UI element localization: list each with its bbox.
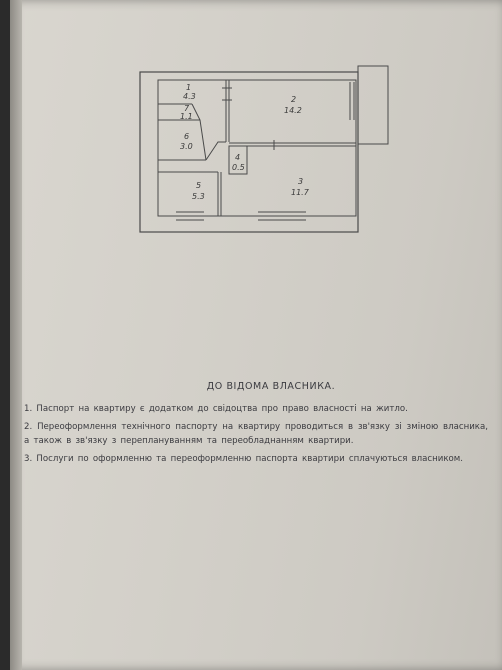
notice-title: ДО ВІДОМА ВЛАСНИКА. — [206, 381, 336, 392]
owner-notice: ДО ВІДОМА ВЛАСНИКА. 1. Паспорт на кварти… — [10, 380, 502, 470]
room-3-number: 3 — [298, 177, 303, 186]
room-6-number: 6 — [184, 132, 189, 141]
room-4-area: 0.5 — [232, 163, 245, 172]
notice-item-3: 3. Послуги по оформленню та переоформлен… — [24, 454, 464, 464]
document-page: 1 4.3 2 14.2 3 11.7 4 0.5 5 5.3 6 3.0 7 … — [10, 0, 502, 670]
room-6-area: 3.0 — [180, 142, 193, 151]
room-1-number: 1 — [186, 83, 191, 92]
room-2-area: 14.2 — [284, 106, 302, 115]
notice-item-1: 1. Паспорт на квартиру є додатком до сві… — [24, 404, 408, 414]
room-7-number: 7 — [184, 104, 190, 113]
room-5-number: 5 — [196, 181, 201, 190]
room-4-number: 4 — [235, 153, 240, 162]
room-7-area: 1.1 — [180, 112, 193, 121]
notice-item-2: 2. Переоформлення технічного паспорту на… — [24, 422, 488, 446]
room-2-number: 2 — [291, 95, 296, 104]
room-3-area: 11.7 — [291, 188, 310, 197]
apartment-floor-plan: 1 4.3 2 14.2 3 11.7 4 0.5 5 5.3 6 3.0 7 … — [139, 65, 389, 233]
room-5-area: 5.3 — [192, 192, 205, 201]
room-1-area: 4.3 — [183, 92, 196, 101]
previous-page-edge — [10, 0, 22, 670]
